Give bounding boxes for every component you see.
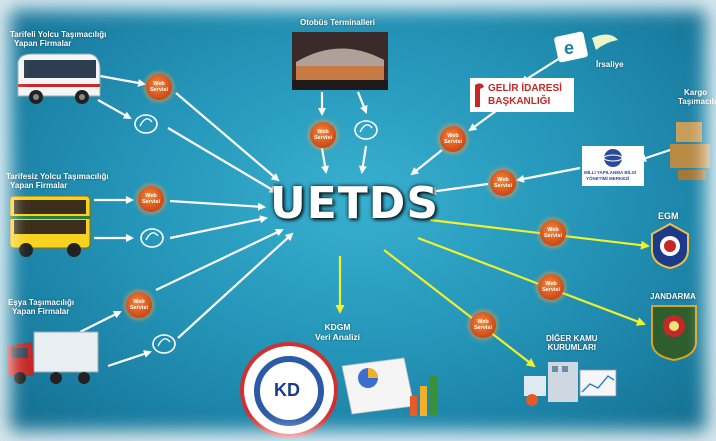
hub-ring-icon (138, 226, 166, 252)
arrow-ring1-to-uetds (167, 127, 278, 194)
arrow-tws-to-uetds (320, 147, 329, 174)
gib-emblem-icon (475, 83, 484, 107)
arrow-ws3-to-uetds (155, 228, 284, 291)
kargo-label: Kargo Taşımacılığı (678, 88, 716, 106)
kdgm-logo-text: KD (274, 380, 300, 400)
tarifesiz-label-line1: Tarifesiz Yolcu Taşımacılığı (6, 172, 109, 181)
kdgm-logo: KD (240, 342, 338, 438)
public-institutions-collage-icon (524, 362, 617, 406)
arrow-uetds-to-diger (383, 249, 536, 368)
svg-text:e: e (564, 38, 574, 58)
police-badge-icon (651, 222, 689, 270)
kargo-label-line2: Taşımacılığı (678, 97, 716, 106)
gib-text-line1: GELİR İDARESİ (488, 83, 562, 94)
coach-bus-icon (17, 53, 101, 104)
hub-ring-icon (132, 112, 160, 138)
tarifesiz-label-line2: Yapan Firmalar (10, 181, 68, 190)
double-decker-bus-icon (9, 195, 91, 257)
yok-text-line1: MİLLİ YAPILANMA BİLGİ (584, 170, 637, 175)
report-charts-icon (341, 357, 437, 416)
arrow-yokws-to-uetds (428, 182, 489, 196)
yok-text-line2: YÖNETİMİ MERKEZİ (586, 176, 630, 181)
hub-ring-icon (150, 332, 178, 358)
arrow-uetds-to-jandarma (417, 236, 646, 326)
esya-label-line2: Yapan Firmalar (12, 307, 70, 316)
uetds-center-label: UETDS (270, 178, 440, 229)
arrow-terminal-to-ring (356, 91, 368, 114)
irsaliye-label: İrsaliye (596, 60, 624, 69)
gib-text-line2: BAŞKANLIĞI (488, 96, 551, 107)
gib-logo: GELİR İDARESİ BAŞKANLIĞI (470, 78, 574, 112)
arrow-ring3-to-uetds (177, 232, 294, 339)
arrow-truck-to-ring3 (107, 350, 152, 368)
arrow-bus-to-ring1 (97, 99, 132, 119)
jandarma-emblem-icon (651, 305, 697, 362)
kdgm-label: KDGM Veri Analizi (315, 322, 360, 342)
hub-ring-icon (352, 118, 380, 144)
e-irsaliye-logo-icon: e (554, 31, 618, 63)
esya-label: Eşya Taşımacılığı Yapan Firmalar (8, 298, 74, 316)
arrow-bus-to-ws1 (99, 74, 146, 87)
tarifeli-label-line2: Yapan Firmalar (14, 39, 72, 48)
arrow-tring-to-uetds (358, 145, 368, 174)
cargo-packages-icon (670, 122, 710, 180)
bus-terminal-icon (292, 32, 388, 90)
arrow-gibws-to-uetds (410, 149, 443, 176)
arrow-ring2-to-uetds (169, 215, 268, 240)
tarifeli-label: Tarifeli Yolcu Taşımacılığı Yapan Firmal… (10, 30, 106, 48)
diger-kamu-label-line2: KURUMLARI (547, 343, 596, 352)
tarifeli-label-line1: Tarifeli Yolcu Taşımacılığı (10, 30, 107, 39)
kdgm-label-line1: KDGM (324, 322, 351, 332)
arrow-yok-to-ws (516, 166, 581, 183)
arrow-ws1-to-uetds (175, 92, 280, 182)
arrow-ws2-to-uetds (169, 199, 266, 211)
tarifesiz-label: Tarifesiz Yolcu Taşımacılığı Yapan Firma… (6, 172, 109, 190)
kdgm-logo-inner-ring (254, 356, 324, 426)
arrow-truck-to-ws3 (79, 311, 122, 333)
truck-icon (8, 331, 99, 384)
kargo-label-line1: Kargo (684, 88, 708, 97)
jandarma-label: JANDARMA (650, 292, 696, 301)
yok-emblem-icon (603, 149, 623, 167)
egm-label: EGM (658, 211, 679, 221)
yok-logo: MİLLİ YAPILANMA BİLGİ YÖNETİMİ MERKEZİ (582, 146, 644, 186)
terminal-label: Otobüs Terminalleri (300, 18, 375, 27)
kdgm-label-line2: Veri Analizi (315, 332, 361, 342)
diger-kamu-label: DİĞER KAMU KURUMLARI (546, 334, 598, 352)
esya-label-line1: Eşya Taşımacılığı (8, 298, 75, 307)
arrow-uetds-to-egm (429, 218, 650, 250)
diger-kamu-label-line1: DİĞER KAMU (546, 334, 598, 343)
